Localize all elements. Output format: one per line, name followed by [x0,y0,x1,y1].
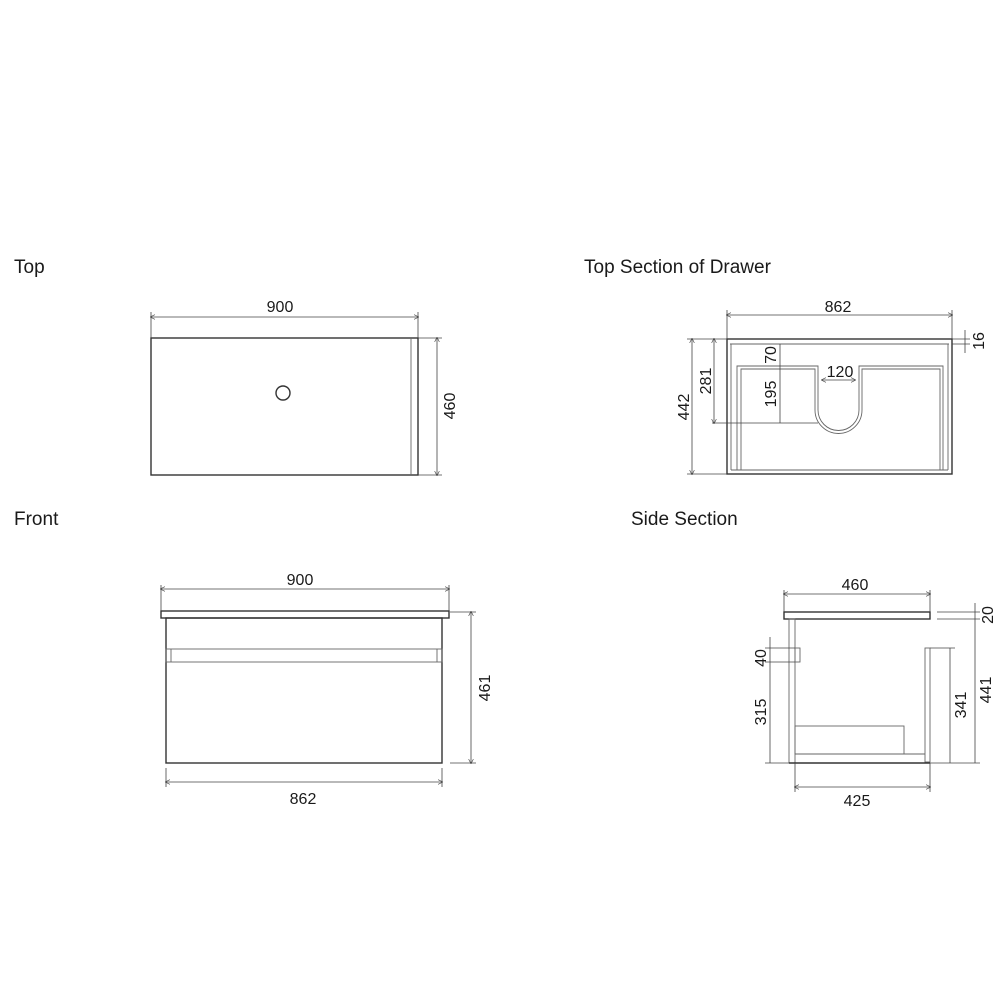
dim-side-top-thickness: 20 [937,606,997,624]
dim-back-height: 341 [930,647,970,763]
svg-text:862: 862 [825,299,852,316]
dim-front-body-width: 862 [166,768,442,808]
dim-body-depth: 425 [795,763,930,810]
top-section-title: Top Section of Drawer [584,257,772,278]
svg-text:20: 20 [980,606,997,624]
dim-side-depth: 460 [784,577,930,612]
drawer-inner-outline [736,365,944,470]
handle-strip [165,648,443,663]
dim-section-depth: 442 [676,339,727,474]
countertop-outline [150,337,419,476]
svg-text:195: 195 [763,381,780,408]
side-section-view: Side Section 460 20 441 341 [631,509,997,810]
top-view: Top 900 460 [14,257,459,475]
side-section-title: Side Section [631,509,738,530]
svg-text:441: 441 [978,677,995,704]
dim-handle-height: 40 315 [753,637,795,764]
dim-section-inner-depth: 281 [698,339,715,423]
svg-text:425: 425 [844,793,871,810]
svg-text:40: 40 [753,649,770,667]
top-section-view: Top Section of Drawer 862 16 442 281 [584,257,988,474]
dim-front-top-width: 900 [161,572,449,611]
svg-text:315: 315 [753,699,770,726]
svg-text:460: 460 [442,393,459,420]
svg-text:341: 341 [953,692,970,719]
countertop [160,610,450,619]
cabinet-body [165,617,443,764]
dim-top-width: 900 [151,299,418,338]
dim-notch-width: 120 [822,364,855,381]
dim-notch-depth: 195 [763,366,781,423]
front-view-title: Front [14,509,59,530]
front-view: Front 900 461 862 [14,509,494,808]
svg-text:120: 120 [827,364,854,381]
tap-hole [275,385,291,401]
svg-text:281: 281 [698,368,715,395]
side-countertop [783,611,931,620]
svg-text:70: 70 [763,346,780,364]
svg-text:442: 442 [676,394,693,421]
svg-text:862: 862 [290,791,317,808]
svg-text:460: 460 [842,577,869,594]
side-handle [794,647,801,663]
svg-text:16: 16 [971,332,988,350]
svg-text:900: 900 [287,572,314,589]
dim-section-top-thickness: 16 [952,330,988,353]
dim-front-height: 461 [450,612,494,763]
dim-top-depth: 460 [418,338,459,475]
svg-text:461: 461 [477,675,494,702]
dim-side-height: 441 [930,603,995,764]
dim-section-width: 862 [727,299,952,339]
dim-front-gap: 70 [763,344,781,366]
svg-text:900: 900 [267,299,294,316]
drawer-bottom [794,725,905,755]
top-view-title: Top [14,257,45,278]
